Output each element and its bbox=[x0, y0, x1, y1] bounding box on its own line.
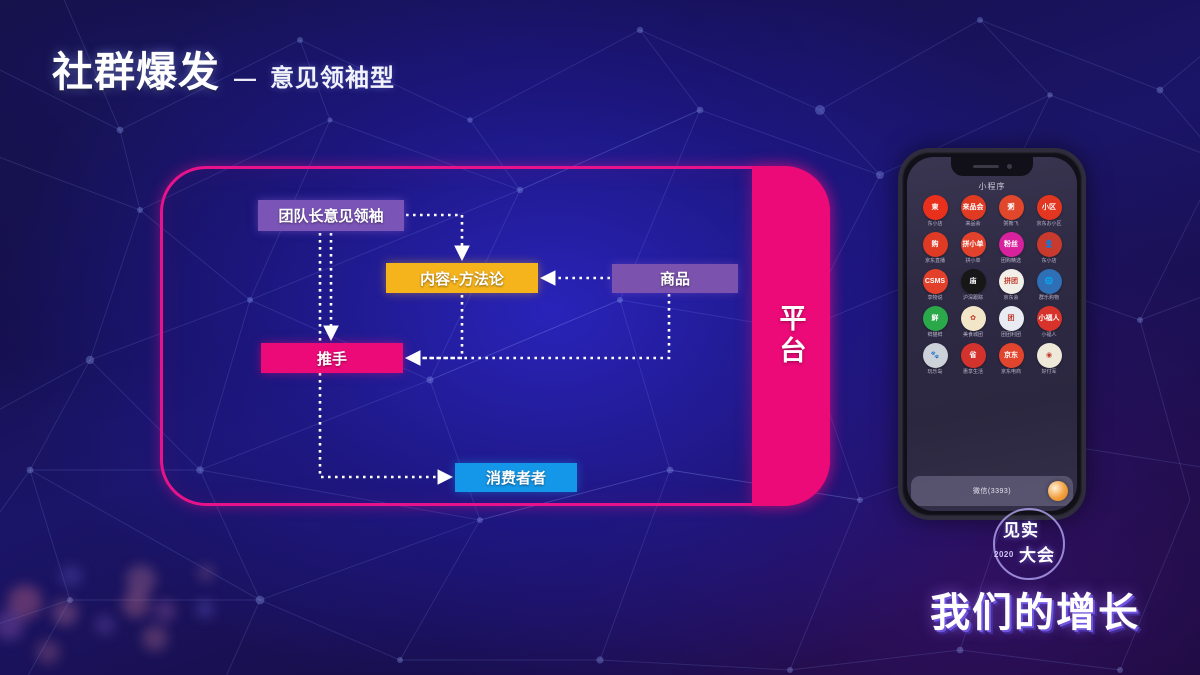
app-label: 东小店 bbox=[927, 221, 943, 227]
app-label: 拼小单 bbox=[965, 258, 981, 264]
app-icon[interactable]: 🐾 bbox=[922, 343, 948, 368]
camera-icon bbox=[1006, 164, 1012, 169]
app-icon[interactable]: 省 bbox=[960, 343, 986, 368]
app-label: 团团利团 bbox=[1000, 332, 1021, 338]
miniprogram-app[interactable]: 👤东小店 bbox=[1030, 232, 1068, 264]
miniprogram-app[interactable]: 购京东直播 bbox=[916, 232, 954, 264]
wechat-fab-icon[interactable] bbox=[1048, 481, 1068, 501]
phone-mockup: 小程序 東东小店来品会来品会粥粥熊飞小区京东お小区购京东直播拼小单拼小单粉丝团购… bbox=[898, 148, 1086, 520]
app-label: 鲜猫鲜 bbox=[927, 332, 943, 338]
slide-title: 社群爆发 — 意见领袖型 bbox=[52, 38, 395, 98]
app-icon[interactable]: ◉ bbox=[1036, 343, 1062, 368]
app-icon[interactable]: 粉丝 bbox=[998, 232, 1024, 257]
miniprogram-title: 小程序 bbox=[978, 182, 1006, 191]
app-icon[interactable]: 👤 bbox=[1036, 232, 1062, 257]
logo-slogan: 我们的增长 bbox=[930, 591, 1140, 635]
app-label: 粥熊飞 bbox=[1003, 221, 1019, 227]
bottom-bar-label: 微信(3393) bbox=[972, 488, 1012, 495]
app-icon[interactable]: 鲜 bbox=[922, 306, 948, 331]
title-dash: — bbox=[234, 66, 256, 91]
flow-node-content[interactable]: 内容+方法论 bbox=[386, 263, 538, 293]
miniprogram-app[interactable]: 拼团京东会 bbox=[992, 269, 1030, 301]
miniprogram-app-grid: 東东小店来品会来品会粥粥熊飞小区京东お小区购京东直播拼小单拼小单粉丝团购精选👤东… bbox=[916, 195, 1068, 375]
app-icon[interactable]: 购 bbox=[922, 232, 948, 257]
miniprogram-app[interactable]: 团团团利团 bbox=[992, 306, 1030, 338]
app-icon[interactable]: ✿ bbox=[960, 306, 986, 331]
miniprogram-app[interactable]: 拼小单拼小单 bbox=[954, 232, 992, 264]
flow-node-consumer[interactable]: 消费者者 bbox=[455, 463, 577, 492]
miniprogram-app[interactable]: 🐾玩乐岛 bbox=[916, 343, 954, 375]
app-icon[interactable]: 拼团 bbox=[998, 269, 1024, 294]
app-icon[interactable]: 小区 bbox=[1036, 195, 1062, 220]
platform-band: 平台 bbox=[752, 166, 830, 506]
miniprogram-app[interactable]: ◉好付军 bbox=[1030, 343, 1068, 375]
app-label: 京东会 bbox=[1003, 295, 1019, 301]
logo-year: 2020 bbox=[994, 550, 1014, 559]
miniprogram-app[interactable]: 粉丝团购精选 bbox=[992, 232, 1030, 264]
app-label: 来品会 bbox=[965, 221, 981, 227]
logo-name-top: 见实 bbox=[1003, 521, 1039, 540]
page-subtitle: 意见领袖型 bbox=[270, 65, 395, 92]
app-icon[interactable]: 小福人 bbox=[1036, 306, 1062, 331]
phone-notch bbox=[951, 157, 1033, 176]
flow-node-pusher[interactable]: 推手 bbox=[261, 343, 403, 373]
miniprogram-app[interactable]: 東东小店 bbox=[916, 195, 954, 227]
app-label: 小福人 bbox=[1041, 332, 1057, 338]
app-label: 东小店 bbox=[1041, 258, 1057, 264]
app-icon[interactable]: 🌐 bbox=[1036, 269, 1062, 294]
app-label: 享物说 bbox=[927, 295, 943, 301]
miniprogram-app[interactable]: 省惠享生活 bbox=[954, 343, 992, 375]
miniprogram-app[interactable]: 京东京东电商 bbox=[992, 343, 1030, 375]
app-label: 团购精选 bbox=[1000, 258, 1021, 264]
phone-screen: 小程序 東东小店来品会来品会粥粥熊飞小区京东お小区购京东直播拼小单拼小单粉丝团购… bbox=[907, 157, 1077, 511]
app-icon[interactable]: 東 bbox=[922, 195, 948, 220]
app-label: 沪深跟踪 bbox=[962, 295, 983, 301]
app-label: 惠享生活 bbox=[962, 369, 983, 375]
miniprogram-app[interactable]: 庙沪深跟踪 bbox=[954, 269, 992, 301]
miniprogram-app[interactable]: 鲜鲜猫鲜 bbox=[916, 306, 954, 338]
logo-circle-icon bbox=[993, 508, 1065, 580]
phone-bottom-bar[interactable]: 微信(3393) bbox=[911, 476, 1073, 506]
app-icon[interactable]: 庙 bbox=[960, 269, 986, 294]
event-logo: 见实 大会 2020 我们的增长 bbox=[930, 508, 1175, 648]
app-label: 美食城团 bbox=[962, 332, 983, 338]
app-label: 京东お小区 bbox=[1036, 221, 1062, 227]
app-label: 群乐购物 bbox=[1038, 295, 1059, 301]
miniprogram-app[interactable]: 来品会来品会 bbox=[954, 195, 992, 227]
miniprogram-app[interactable]: 🌐群乐购物 bbox=[1030, 269, 1068, 301]
miniprogram-app[interactable]: ✿美食城团 bbox=[954, 306, 992, 338]
speaker-icon bbox=[972, 165, 999, 168]
app-icon[interactable]: 京东 bbox=[998, 343, 1024, 368]
page-title: 社群爆发 bbox=[52, 49, 220, 95]
app-icon[interactable]: CSMS bbox=[922, 269, 948, 294]
platform-label: 平台 bbox=[775, 304, 806, 368]
app-label: 好付军 bbox=[1041, 369, 1057, 375]
app-icon[interactable]: 来品会 bbox=[960, 195, 986, 220]
flow-node-goods[interactable]: 商品 bbox=[612, 264, 738, 293]
miniprogram-app[interactable]: 小区京东お小区 bbox=[1030, 195, 1068, 227]
app-label: 京东直播 bbox=[924, 258, 945, 264]
app-label: 玩乐岛 bbox=[927, 369, 943, 375]
miniprogram-app[interactable]: 粥粥熊飞 bbox=[992, 195, 1030, 227]
app-icon[interactable]: 拼小单 bbox=[960, 232, 986, 257]
app-icon[interactable]: 团 bbox=[998, 306, 1024, 331]
logo-name-bottom: 大会 bbox=[1019, 546, 1055, 565]
app-icon[interactable]: 粥 bbox=[998, 195, 1024, 220]
flow-node-kol[interactable]: 团队长意见领袖 bbox=[258, 200, 404, 231]
app-label: 京东电商 bbox=[1000, 369, 1021, 375]
miniprogram-app[interactable]: 小福人小福人 bbox=[1030, 306, 1068, 338]
